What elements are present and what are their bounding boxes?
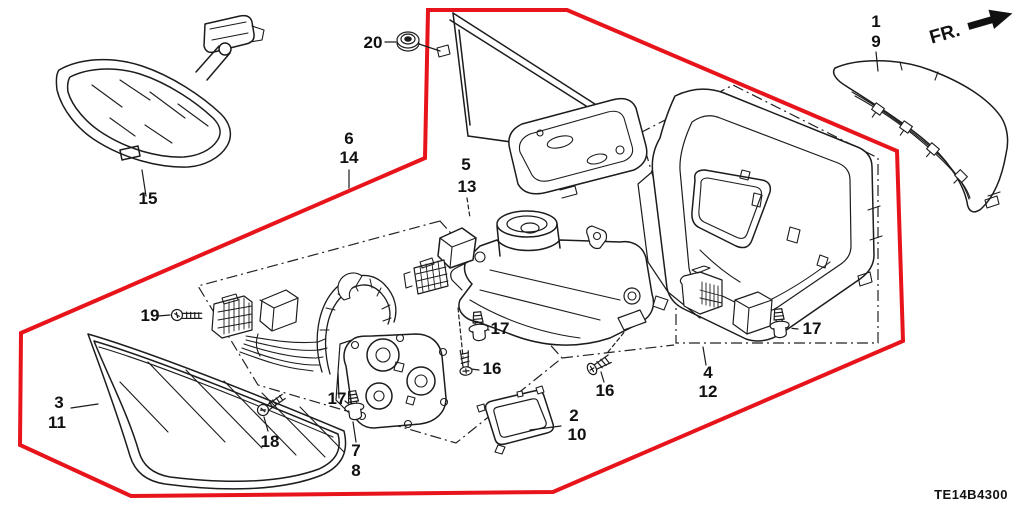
callout-7: 7 — [351, 441, 360, 460]
diagram-code: TE14B4300 — [934, 487, 1008, 502]
nut-20-icon — [396, 31, 420, 52]
screw-16-left-icon — [457, 348, 474, 377]
wire-clip-drawing — [476, 385, 555, 455]
callout-19: 19 — [141, 306, 160, 325]
mirror-cover-drawing — [832, 60, 1009, 213]
mirror-actuator-drawing — [335, 333, 449, 429]
callout-4: 4 — [703, 363, 713, 382]
callout-18: 18 — [261, 432, 280, 451]
fasteners — [169, 31, 791, 422]
callout-1: 1 — [871, 12, 880, 31]
callout-16-left: 16 — [483, 359, 502, 378]
callout-2: 2 — [569, 406, 578, 425]
callout-13: 13 — [458, 177, 477, 196]
callout-17-housing: 17 — [803, 319, 822, 338]
screw-16-right-icon — [584, 352, 614, 378]
fr-arrow-icon — [967, 9, 1013, 30]
callout-17-bracket: 17 — [491, 319, 510, 338]
callout-17-actuator: 17 — [328, 389, 347, 408]
mirror-housing-drawing — [637, 88, 883, 342]
callout-3: 3 — [54, 393, 63, 412]
callout-10: 10 — [568, 425, 587, 444]
callout-8: 8 — [351, 461, 360, 480]
interior-mirror-drawing — [55, 14, 265, 168]
callout-20: 20 — [364, 33, 383, 52]
cap-and-connector-drawing — [403, 227, 477, 295]
leader-lines — [70, 41, 879, 443]
harness-connector-drawing — [211, 289, 328, 372]
mirror-bracket-drawing — [450, 210, 669, 346]
callout-6: 6 — [344, 129, 353, 148]
callout-5: 5 — [461, 155, 470, 174]
callout-11: 11 — [48, 413, 66, 432]
callout-15: 15 — [139, 189, 158, 208]
callout-16-right: 16 — [596, 381, 615, 400]
callout-14: 14 — [340, 148, 359, 167]
callout-9: 9 — [871, 32, 880, 51]
screw-19-icon — [169, 307, 204, 326]
fr-label: FR. — [927, 20, 962, 49]
corner-garnish-drawing — [436, 12, 648, 199]
assembly-outline-red — [17, 8, 906, 499]
callout-12: 12 — [699, 382, 718, 401]
fr-direction: FR. — [927, 9, 1013, 49]
cable-loop-drawing — [316, 272, 397, 375]
mirror-glass-drawing — [87, 333, 347, 490]
